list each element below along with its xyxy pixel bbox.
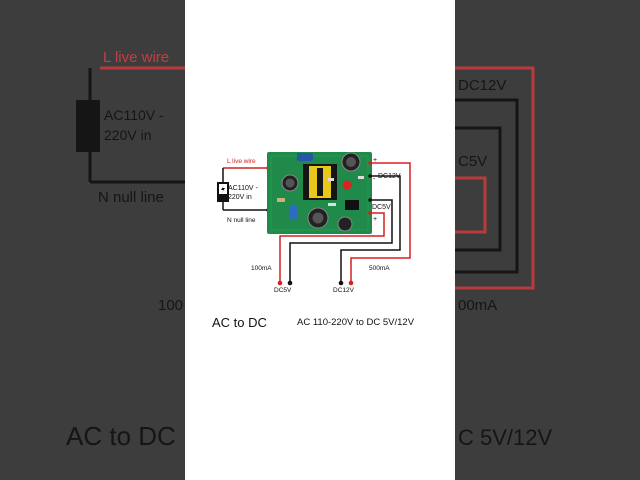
bg-red-loop-2 — [455, 176, 487, 234]
dc12v-top-label: DC12V — [378, 173, 401, 180]
plus-top-label: + — [373, 157, 377, 164]
capacitor-bottom-right — [337, 216, 353, 232]
dc12v-positive-wire — [350, 162, 411, 282]
bg-ac-text-1: AC110V - — [104, 107, 164, 123]
bg-current-right: 00mA — [458, 297, 497, 314]
bg-dc5v-text: C5V — [458, 153, 487, 170]
plug-icon — [217, 182, 229, 202]
blue-capacitor — [289, 205, 298, 220]
current-12v-label: 500mA — [369, 265, 390, 272]
bg-black-loop-2 — [455, 126, 502, 252]
diagram-card: L live wire AC110V - 220V in N null line — [185, 0, 455, 480]
bg-n-null-text: N null line — [98, 189, 164, 206]
diagram-title: AC to DC — [212, 315, 267, 330]
dc5v-positive-terminal — [277, 280, 283, 286]
led — [342, 180, 352, 190]
film-capacitor — [297, 153, 313, 161]
bg-title: AC to DC — [66, 421, 176, 451]
plus-lower-label: + — [373, 216, 377, 223]
dc12v-bottom-label: DC12V — [333, 287, 355, 294]
dc5v-bottom-label: DC5V — [274, 287, 292, 294]
regulator-chip — [345, 200, 359, 210]
dc5v-positive-wire — [279, 212, 385, 282]
diagram-subtitle: AC 110-220V to DC 5V/12V — [297, 317, 415, 328]
bg-red-loop — [455, 66, 535, 290]
ac-input-label-1: AC110V - — [228, 185, 258, 192]
dc5v-negative-wire — [289, 199, 393, 282]
dc12v-negative-wire — [340, 175, 401, 282]
bg-dc12v-text: DC12V — [458, 77, 506, 94]
n-null-line-label: N null line — [227, 217, 256, 224]
bg-subtitle: C 5V/12V — [458, 425, 552, 450]
dc5v-side-label: DC5V — [372, 204, 391, 211]
wiring-diagram: L live wire AC110V - 220V in N null line — [217, 152, 411, 294]
dc5v-negative-terminal — [287, 280, 293, 286]
dc12v-negative-terminal — [338, 280, 344, 286]
bg-l-live-wire-text: L live wire — [103, 49, 169, 66]
bg-current-left: 100 — [158, 297, 183, 314]
minus-top-label: - — [373, 176, 376, 183]
pcb-module — [267, 152, 372, 234]
l-live-wire-label: L live wire — [227, 158, 256, 165]
bg-ac-text-2: 220V in — [104, 127, 151, 143]
dc12v-positive-terminal — [348, 280, 354, 286]
transformer — [303, 164, 337, 200]
current-5v-label: 100mA — [251, 265, 272, 272]
bg-plug-icon — [76, 100, 100, 152]
ac-input-label-2: 220V in — [228, 194, 252, 201]
bg-black-loop-1 — [455, 98, 519, 274]
